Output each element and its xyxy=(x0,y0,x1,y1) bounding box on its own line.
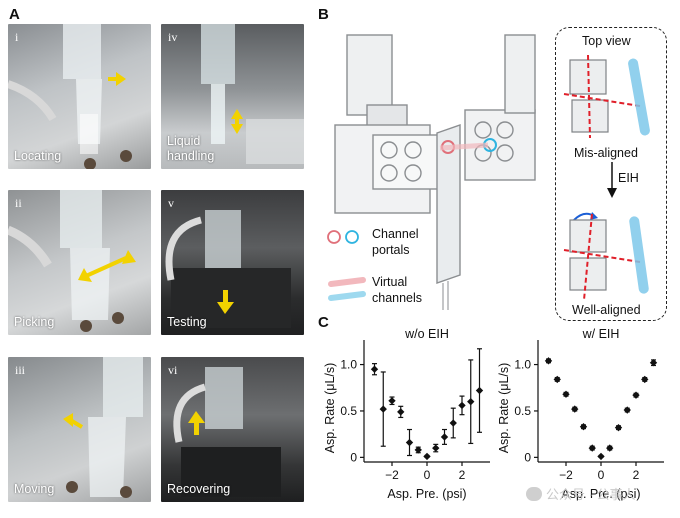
x-tick-label: 2 xyxy=(633,468,640,482)
photo-liquid-handling-graphic xyxy=(201,24,304,164)
photo-caption: Locating xyxy=(14,149,62,163)
data-point xyxy=(475,386,484,395)
photo-number: ii xyxy=(15,196,22,210)
panel-c-letter: C xyxy=(318,314,329,331)
yellow-arrow-icon xyxy=(231,109,243,119)
data-point xyxy=(544,357,553,365)
blue-channel-icon xyxy=(328,291,366,301)
y-tick-label: 0 xyxy=(524,450,531,464)
y-axis-label: Asp. Rate (μL/s) xyxy=(323,363,337,454)
data-point xyxy=(597,452,605,461)
data-point xyxy=(449,419,457,427)
x-tick-label: −2 xyxy=(385,468,399,482)
eih-label: EIH xyxy=(618,171,639,185)
data-point xyxy=(614,423,623,432)
data-point xyxy=(370,365,379,373)
photo-testing: v Testing xyxy=(161,190,304,335)
yellow-arrow-icon xyxy=(63,413,73,427)
photo-testing-graphic xyxy=(165,210,291,328)
y-tick-label: 0.5 xyxy=(514,404,531,418)
x-axis-label: Asp. Pre. (psi) xyxy=(387,487,466,501)
yellow-arrow-icon xyxy=(223,290,228,304)
data-point xyxy=(579,423,588,431)
x-tick-label: 0 xyxy=(424,468,431,482)
photo-locating: i Locating xyxy=(8,24,151,169)
watermark-text: 公众号 · 公事人 xyxy=(546,487,636,502)
photo-number: i xyxy=(15,30,19,44)
photo-number: iii xyxy=(15,363,26,377)
data-point xyxy=(623,406,631,414)
channel-portals-label: Channel portals xyxy=(372,227,419,257)
photo-recovering: vi Recovering xyxy=(161,357,304,502)
yellow-arrow-icon xyxy=(194,421,199,435)
photo-caption: Picking xyxy=(14,315,55,329)
data-point xyxy=(649,359,658,367)
photo-liquid-handling: iv Liquid handling xyxy=(161,24,304,169)
photo-number: iv xyxy=(168,30,178,44)
x-tick-label: 2 xyxy=(459,468,466,482)
x-tick-label: 0 xyxy=(598,468,605,482)
data-point xyxy=(562,390,570,398)
blue-circle-icon xyxy=(345,230,359,244)
data-point xyxy=(606,444,614,452)
y-tick-label: 0.5 xyxy=(340,404,357,418)
photo-locating-graphic xyxy=(8,24,132,169)
watermark: 公众号 · 公事人 xyxy=(526,484,636,503)
photo-number: vi xyxy=(168,363,178,377)
y-tick-label: 0 xyxy=(350,450,357,464)
mis-aligned-label: Mis-aligned xyxy=(574,146,638,160)
data-point xyxy=(440,433,449,441)
red-circle-icon xyxy=(327,230,341,244)
data-point xyxy=(405,438,414,447)
data-point xyxy=(458,401,466,410)
data-point xyxy=(553,375,561,384)
photo-moving-graphic xyxy=(63,357,143,498)
data-point xyxy=(423,452,431,461)
photo-picking: ii Picking xyxy=(8,190,151,335)
mis-aligned-diagram xyxy=(563,54,650,139)
data-point xyxy=(379,405,387,413)
wechat-icon xyxy=(526,486,542,501)
well-aligned-diagram xyxy=(563,212,649,301)
well-aligned-label: Well-aligned xyxy=(572,303,641,317)
data-point xyxy=(641,375,649,384)
red-channel-icon xyxy=(328,277,366,287)
photo-caption: Testing xyxy=(167,315,207,329)
virtual-channels-label: Virtual channels xyxy=(372,275,423,305)
channel-legend-icons xyxy=(327,230,366,301)
yellow-arrow-icon xyxy=(85,256,127,278)
data-point xyxy=(388,397,396,405)
data-point xyxy=(432,444,440,452)
y-tick-label: 1.0 xyxy=(340,358,357,372)
device-3d-model xyxy=(334,34,536,310)
data-point xyxy=(571,405,579,413)
photo-caption: Liquid handling xyxy=(167,134,215,163)
photo-caption: Recovering xyxy=(167,482,231,496)
data-point xyxy=(414,446,422,454)
data-point xyxy=(632,391,640,399)
top-view-label: Top view xyxy=(582,34,631,48)
down-arrow-icon xyxy=(607,188,617,198)
panel-b-letter: B xyxy=(318,6,329,23)
chart-title: w/ EIH xyxy=(582,327,620,341)
data-point xyxy=(588,444,596,452)
data-point xyxy=(397,408,405,416)
photo-picking-graphic xyxy=(8,190,136,332)
chart-title: w/o EIH xyxy=(404,327,449,341)
y-axis-label: Asp. Rate (μL/s) xyxy=(497,363,511,454)
y-tick-label: 1.0 xyxy=(514,358,531,372)
top-view-box xyxy=(555,27,667,321)
x-tick-label: −2 xyxy=(559,468,573,482)
data-point xyxy=(467,398,475,406)
photo-recovering-graphic xyxy=(173,367,281,497)
panel-a-letter: A xyxy=(9,6,20,23)
photo-caption: Moving xyxy=(14,482,55,496)
photo-number: v xyxy=(168,196,174,210)
photo-moving: iii Moving xyxy=(8,357,151,502)
x-axis-label: Asp. Pre. (psi) xyxy=(561,487,640,501)
yellow-arrow-icon xyxy=(116,72,126,86)
top-view-diagrams xyxy=(563,54,650,301)
